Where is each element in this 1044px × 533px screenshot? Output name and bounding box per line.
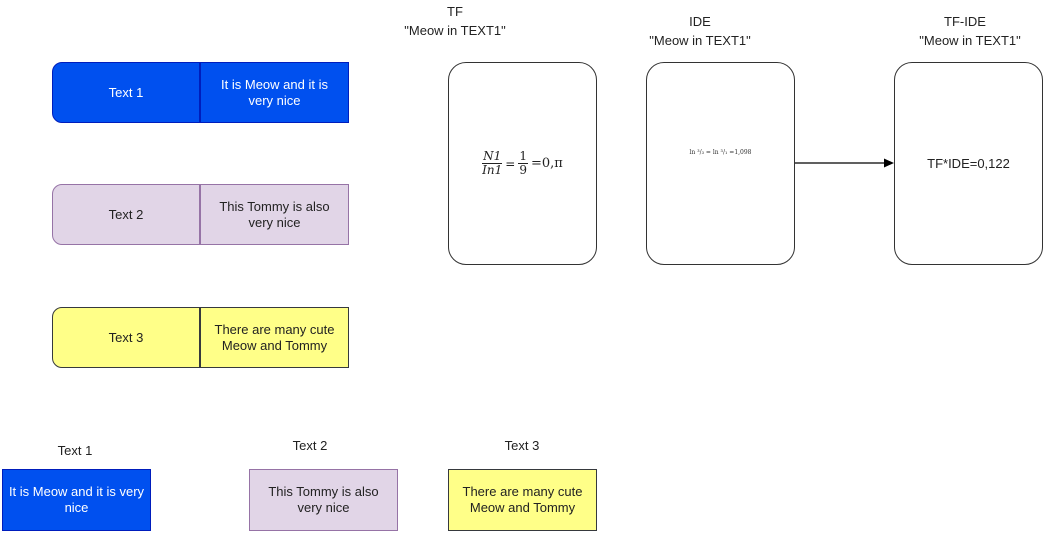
ide-title: IDE [689, 14, 711, 29]
text-3-label-box: Text 3 [52, 307, 200, 368]
tf-subtitle: "Meow in TEXT1" [404, 23, 506, 38]
bottom-text-3-title: Text 3 [504, 438, 540, 453]
bottom-text-1-sentence: It is Meow and it is very nice [8, 484, 145, 515]
text-2-label-box: Text 2 [52, 184, 200, 245]
text-2-sentence-box: This Tommy is also very nice [200, 184, 349, 245]
tf-result: =0,π [531, 156, 563, 171]
ide-box: ln ³/₃ = ln ³/₁ =1,098 [646, 62, 795, 265]
text-3-sentence: There are many cute Meow and Tommy [214, 321, 335, 353]
ide-subtitle: "Meow in TEXT1" [649, 33, 751, 48]
text-2-sentence: This Tommy is also very nice [219, 198, 330, 230]
tf-title: TF [447, 4, 463, 19]
tf-formula: N1 In1 = 1 9 =0,π [482, 150, 563, 177]
bottom-text-3-box: There are many cute Meow and Tommy [448, 469, 597, 531]
text-1-label: Text 1 [108, 84, 144, 100]
tf-numerator-1: N1 [482, 149, 503, 164]
text-3-sentence-box: There are many cute Meow and Tommy [200, 307, 349, 368]
tfide-result: TF*IDE=0,122 [927, 156, 1010, 171]
bottom-text-2-title: Text 2 [292, 438, 328, 453]
tf-numerator-2: 1 [518, 149, 528, 164]
tf-denominator-1: In1 [482, 163, 503, 177]
bottom-text-2-box: This Tommy is also very nice [249, 469, 398, 531]
tf-equals: = [505, 156, 516, 171]
bottom-text-1-box: It is Meow and it is very nice [2, 469, 151, 531]
text-1-label-box: Text 1 [52, 62, 200, 123]
text-1-sentence-box: It is Meow and it is very nice [200, 62, 349, 123]
bottom-text-3-sentence: There are many cute Meow and Tommy [462, 484, 583, 515]
text-3-label: Text 3 [108, 329, 144, 345]
tf-box: N1 In1 = 1 9 =0,π [448, 62, 597, 265]
tfide-subtitle: "Meow in TEXT1" [919, 33, 1021, 48]
text-1-sentence: It is Meow and it is very nice [221, 76, 328, 108]
ide-formula: ln ³/₃ = ln ³/₁ =1,098 [689, 149, 752, 156]
text-2-label: Text 2 [108, 206, 144, 222]
bottom-text-2-sentence: This Tommy is also very nice [268, 484, 379, 515]
tf-fraction-1: N1 In1 [482, 149, 503, 177]
ide-to-tfide-arrow [795, 158, 894, 168]
tf-fraction-2: 1 9 [518, 150, 528, 177]
tf-denominator-2: 9 [519, 163, 527, 177]
tfide-box: TF*IDE=0,122 [894, 62, 1043, 265]
tfide-title: TF-IDE [944, 14, 986, 29]
bottom-text-1-title: Text 1 [57, 443, 93, 458]
